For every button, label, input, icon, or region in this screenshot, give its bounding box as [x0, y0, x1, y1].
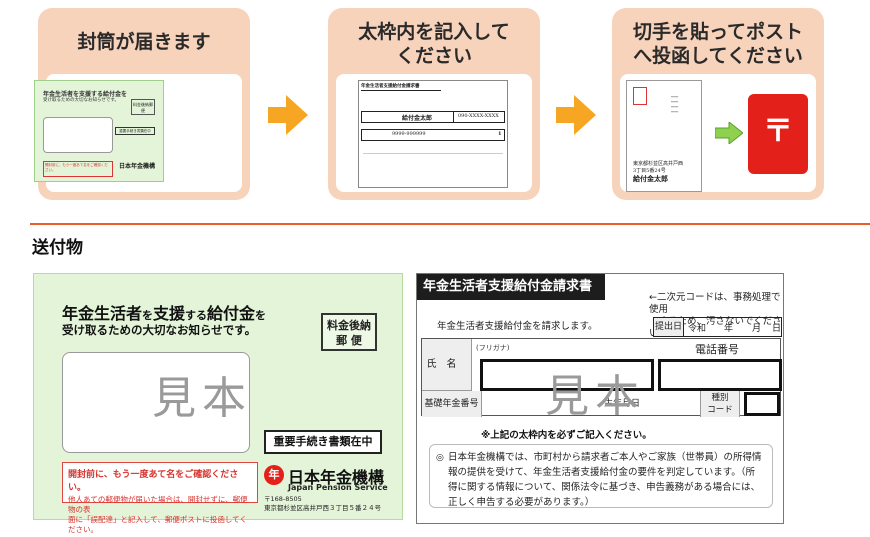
sample-watermark: 見本 [152, 373, 252, 424]
mini-form-illustration: 年金生活者支援給付金請求書 給付金太郎 090-XXXX-XXXX 9999-9… [358, 80, 508, 188]
era-label: 令和 [688, 324, 707, 334]
green-arrow-icon [715, 122, 743, 144]
form-caution: ※上記の太枠内を必ずご記入ください。 [481, 430, 652, 441]
postbox-icon: 〒 [748, 94, 808, 174]
organization-name: 日本年金機構 [288, 468, 385, 487]
step-2-title-line2: ください [395, 45, 472, 67]
step-3-title-line1: 切手を貼ってポスト [632, 21, 804, 43]
postal-mark-icon: 〒 [763, 114, 793, 149]
claim-form-sample: 年金生活者支援給付金請求書 ←二次元コードは、事務処理で使用 するため、汚さない… [416, 273, 784, 524]
envelope-title-part: 給付金 [207, 304, 256, 323]
mini-envelope-subtitle: 受け取るための大切なお知らせです。 [43, 98, 119, 103]
form-lead: 年金生活者支援給付金を請求します。 [437, 321, 598, 332]
organization-name-en: Japan Pension Service [288, 483, 388, 492]
mini-form-title: 年金生活者支援給付金請求書 [361, 83, 441, 91]
envelope-sample: 年金生活者を支援する給付金を 受け取るための大切なお知らせです。 料金後納 郵 … [33, 273, 403, 534]
form-grid: 氏名 (フリガナ) 電話番号 基礎年金番号 生年月日 種別 コード [421, 338, 782, 417]
warning-title: 開封前に、もう一度あて名をご確認ください。 [68, 470, 239, 493]
organization-address: 〒168-8505 東京都杉並区高井戸西３丁目５番２４号 [264, 495, 381, 513]
mini-post-envelope-illustration: ━━━━━━━━━━━━━━━━ 東京都杉並区高井戸西 3丁目5番24号 給付金… [626, 80, 702, 192]
warning-line1: 他人あての郵便物が届いた場合は、開封せずに、郵便物の表 [68, 495, 248, 514]
envelope-title-part: を [255, 309, 267, 322]
mini-envelope-warning: 開封前に、もう一度あて名をご確認ください。 [43, 161, 113, 177]
submission-date-box: 提出日 令和 年 月 日 [653, 317, 782, 337]
mini-envelope-important: 重要手続き書類在中 [115, 127, 155, 135]
important-docs-label: 重要手続き書類在中 [264, 430, 382, 454]
mini-form-phone: 090-XXXX-XXXX [458, 113, 499, 119]
kind-code-line1: 種別 [711, 393, 729, 403]
warning-line2: 面に「誤配達」と記入して、郵便ポストに投函してください。 [68, 515, 247, 534]
envelope-title-part: 年金生活者 [62, 304, 143, 323]
section-divider [30, 223, 870, 225]
address-line: 東京都杉並区高井戸西３丁目５番２４号 [264, 504, 381, 512]
form-title: 年金生活者支援給付金請求書 [417, 274, 605, 300]
mini-post-address-line1: 東京都杉並区高井戸西 [633, 161, 684, 167]
form-notice-text: 日本年金機構では、市町村から請求者ご本人やご家族（世帯員）の所得情報の提供を受け… [448, 452, 762, 508]
bullet-icon: ◎ [436, 453, 444, 463]
step-2-title-line1: 太枠内を記入して [358, 21, 510, 43]
section-title: 送付物 [32, 238, 83, 258]
year-label: 年 [724, 324, 734, 334]
mini-envelope-title: 年金生活者を支援する給付金を [43, 91, 128, 98]
mini-post-address: 東京都杉並区高井戸西 3丁目5番24号 給付金太郎 [633, 161, 683, 182]
mini-post-lines: ━━━━━━━━━━━━━━━━ [671, 95, 679, 114]
envelope-title-part: する [185, 309, 208, 322]
mini-post-address-line2: 3丁目5番24号 [633, 168, 666, 174]
name-label: 氏名 [422, 339, 472, 391]
kind-code-line2: コード [707, 405, 733, 415]
mini-form-kind: 1 [498, 131, 502, 137]
kind-code-label: 種別 コード [700, 391, 740, 417]
mini-form-phone-row: 090-XXXX-XXXX [453, 111, 505, 123]
mini-envelope-window [43, 117, 113, 153]
birthdate-label: 生年月日 [603, 399, 640, 409]
phone-label: 電話番号 [695, 343, 739, 356]
envelope-title-part: を [142, 309, 154, 322]
phone-field[interactable] [658, 359, 782, 391]
month-label: 月 [752, 324, 762, 334]
sample-watermark: 見本 [545, 371, 645, 422]
step-3-title-line2: へ投函してください [633, 45, 803, 67]
mini-form-pension: 9999-999999 [392, 131, 426, 137]
mini-form-pension-row: 9999-999999 1 [361, 129, 505, 141]
stamp-line1: 料金後納 [327, 319, 371, 332]
stamp-box [633, 87, 647, 105]
stamp-line2: 郵 便 [336, 334, 362, 347]
envelope-subtitle: 受け取るための大切なお知らせです。 [62, 323, 257, 337]
mini-envelope-stamp: 料金後納郵便 [131, 99, 155, 115]
day-label: 日 [772, 324, 782, 334]
postal-code: 〒168-8505 [264, 495, 302, 503]
name-field[interactable] [480, 359, 654, 391]
mini-form-text [363, 153, 503, 183]
mini-envelope-logo: 日本年金機構 [118, 163, 155, 170]
form-notice: ◎ 日本年金機構では、市町村から請求者ご本人やご家族（世帯員）の所得情報の提供を… [429, 444, 773, 508]
envelope-title: 年金生活者を支援する給付金を [62, 300, 266, 324]
postage-stamp-mark: 料金後納 郵 便 [321, 313, 377, 351]
mini-form-name: 給付金太郎 [402, 115, 433, 122]
kind-code-field[interactable] [744, 392, 780, 416]
mini-envelope-illustration: 年金生活者を支援する給付金を 受け取るための大切なお知らせです。 料金後納郵便 … [34, 80, 164, 182]
envelope-title-part: 支援 [153, 304, 186, 323]
furigana-label: (フリガナ) [476, 344, 510, 352]
delivery-warning: 開封前に、もう一度あて名をご確認ください。 他人あての郵便物が届いた場合は、開封… [62, 462, 258, 534]
mini-post-name: 給付金太郎 [633, 174, 668, 183]
qr-note-line1: ←二次元コードは、事務処理で使用 [649, 292, 781, 315]
step-1-title: 封筒が届きます [77, 31, 211, 53]
jps-logo-icon: 年 [264, 465, 284, 485]
pension-number-label: 基礎年金番号 [422, 391, 482, 417]
submission-date-label: 提出日 [654, 318, 684, 336]
address-window [62, 352, 250, 453]
